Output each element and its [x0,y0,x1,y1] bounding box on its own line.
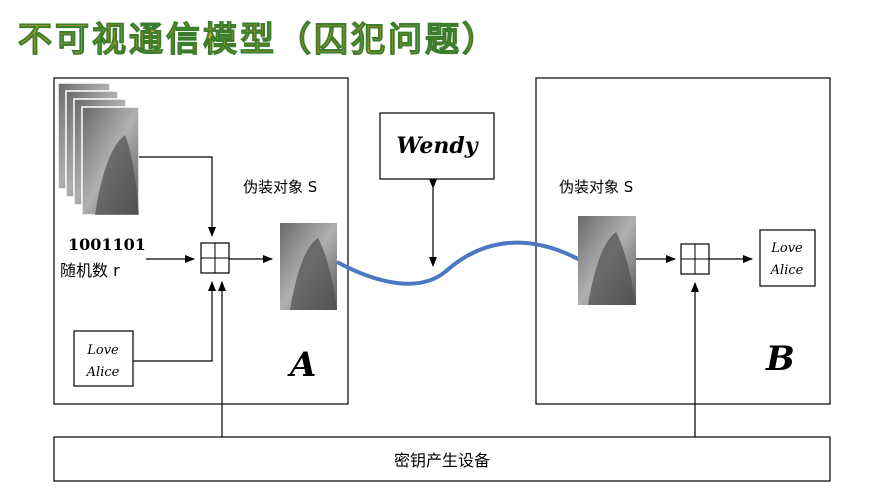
key-device-box [53,436,831,482]
message-b-line2: Alice [770,263,804,278]
combiner-a [200,242,230,274]
key-device-label: 密钥产生设备 [394,451,490,470]
cover-image-stack [57,82,140,216]
cover-label-b: 伪装对象 S [559,178,633,196]
random-number-label: 随机数 r [60,261,120,280]
page-title: 不可视通信模型（囚犯问题） [18,12,499,61]
message-to-combiner-line [133,281,216,362]
combiner-b [680,243,710,275]
cover-label-a: 伪装对象 S [243,178,317,196]
party-b-box [535,77,831,405]
message-a-line1: Love [86,343,119,358]
party-a-label: A [287,345,316,385]
party-b-label: B [765,339,795,379]
warden-label: Wendy [396,133,479,159]
message-box-b [759,229,816,287]
communication-channel [336,240,581,286]
warden-box [379,112,495,180]
stego-image-b [578,216,636,305]
message-box-a [73,330,134,387]
party-a-box [53,77,349,405]
random-bits: 1001101 [68,235,146,254]
image-to-combiner-line [139,156,216,237]
message-a-line2: Alice [86,365,120,380]
stego-image-a [280,223,337,310]
message-b-line1: Love [770,241,803,256]
page-title-text: 不可视通信模型（囚犯问题） [18,20,499,61]
